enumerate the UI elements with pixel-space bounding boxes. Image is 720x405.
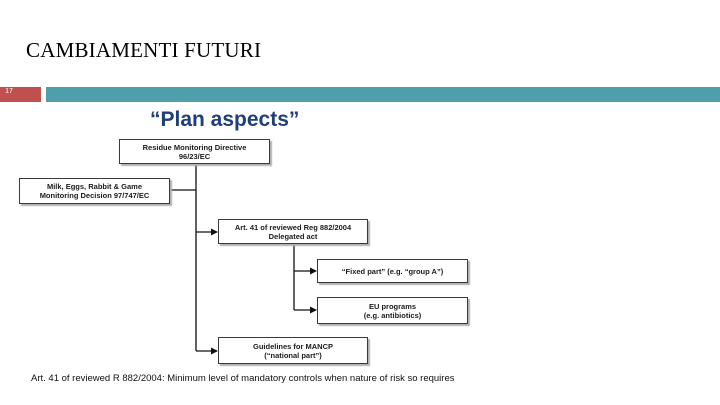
node-milk-eggs-decision-label: Milk, Eggs, Rabbit & Game Monitoring Dec… bbox=[39, 182, 150, 200]
node-fixed-part: “Fixed part” (e.g. “group A”) bbox=[317, 259, 468, 283]
node-milk-eggs-decision: Milk, Eggs, Rabbit & Game Monitoring Dec… bbox=[19, 178, 170, 204]
slide-number-bar bbox=[0, 87, 41, 102]
node-fixed-part-label: “Fixed part” (e.g. “group A”) bbox=[341, 266, 444, 276]
node-guidelines: Guidelines for MANCP (“national part”) bbox=[218, 337, 368, 364]
node-residue-directive-label: Residue Monitoring Directive 96/23/EC bbox=[142, 142, 247, 161]
diagram-title: “Plan aspects” bbox=[150, 108, 300, 131]
slide-title: CAMBIAMENTI FUTURI bbox=[26, 38, 262, 62]
header-accent-bar bbox=[46, 87, 720, 102]
node-eu-programs-label: EU programs (e.g. antibiotics) bbox=[363, 301, 422, 320]
node-art41-label: Art. 41 of reviewed Reg 882/2004 Delegat… bbox=[234, 222, 352, 241]
node-guidelines-label: Guidelines for MANCP (“national part”) bbox=[252, 341, 333, 360]
node-art41: Art. 41 of reviewed Reg 882/2004 Delegat… bbox=[218, 219, 368, 244]
node-residue-directive: Residue Monitoring Directive 96/23/EC bbox=[119, 139, 270, 164]
slide-number: 17 bbox=[5, 88, 13, 95]
footnote: Art. 41 of reviewed R 882/2004: Minimum … bbox=[31, 373, 455, 384]
node-eu-programs: EU programs (e.g. antibiotics) bbox=[317, 297, 468, 324]
